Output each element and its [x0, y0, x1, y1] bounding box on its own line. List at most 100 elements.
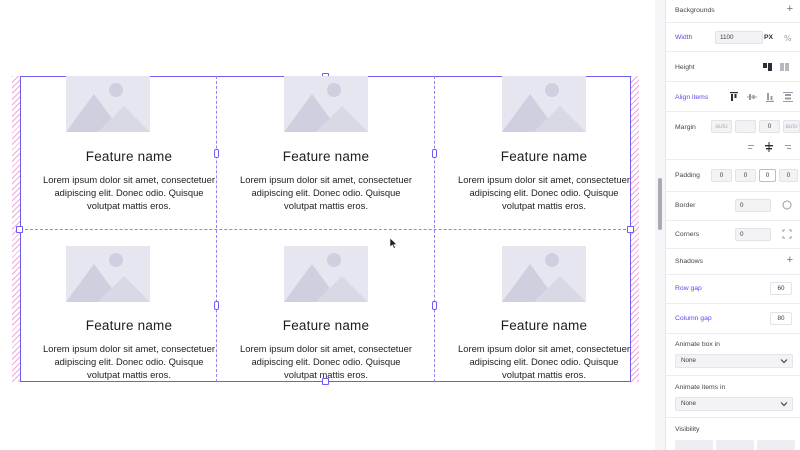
align-top-icon[interactable] — [729, 92, 739, 102]
margin-align-left-icon[interactable] — [747, 142, 757, 152]
image-placeholder — [502, 76, 586, 132]
border-row: Border 0 — [666, 192, 800, 221]
corners-expand-icon[interactable] — [782, 229, 792, 239]
margin-left-input[interactable]: auto — [711, 120, 732, 133]
feature-title: Feature name — [282, 318, 370, 333]
margin-bottom-input[interactable]: 0 — [759, 120, 780, 133]
right-padding-hatch — [631, 76, 639, 382]
gap-handle-4[interactable] — [432, 301, 437, 310]
feature-card[interactable]: Feature name Lorem ipsum dolor sit amet,… — [217, 76, 435, 226]
feature-card[interactable]: Feature name Lorem ipsum dolor sit amet,… — [435, 76, 653, 226]
mouse-cursor-icon — [390, 238, 398, 249]
corners-radius-input[interactable]: 0 — [735, 228, 771, 241]
add-background-icon[interactable]: + — [786, 3, 793, 15]
image-placeholder — [66, 246, 150, 302]
visibility-desktop-button[interactable] — [675, 440, 713, 450]
align-items-label: Align items — [675, 94, 709, 101]
padding-bottom-input[interactable]: 0 — [759, 169, 776, 182]
height-auto-icon[interactable] — [763, 62, 773, 72]
animate-items-select[interactable]: None — [675, 397, 793, 411]
gap-handle-2[interactable] — [432, 149, 437, 158]
height-stretch-icon[interactable] — [780, 62, 790, 72]
padding-left-input[interactable]: 0 — [711, 169, 732, 182]
image-placeholder — [284, 246, 368, 302]
feature-card[interactable]: Feature name Lorem ipsum dolor sit amet,… — [20, 246, 238, 382]
corners-row: Corners 0 — [666, 221, 800, 249]
resize-handle-right[interactable] — [627, 226, 634, 233]
animate-items-label: Animate items in — [675, 384, 726, 391]
image-placeholder-icon — [66, 253, 150, 302]
padding-right-input[interactable]: 0 — [779, 169, 798, 182]
image-placeholder-icon — [502, 83, 586, 132]
chevron-down-icon — [780, 359, 788, 364]
align-items-row: Align items — [666, 82, 800, 112]
image-placeholder-icon — [284, 253, 368, 302]
height-row: Height — [666, 52, 800, 82]
animate-box-value: None — [681, 357, 697, 364]
margin-row: Margin auto 0 auto — [666, 112, 800, 160]
chevron-down-icon — [780, 402, 788, 407]
height-label: Height — [675, 64, 695, 71]
feature-title: Feature name — [85, 149, 173, 164]
border-width-input[interactable]: 0 — [735, 199, 771, 212]
feature-description: Lorem ipsum dolor sit amet, consectetuer… — [240, 343, 412, 380]
border-label: Border — [675, 202, 696, 209]
corners-label: Corners — [675, 231, 700, 238]
row-gap-input[interactable]: 60 — [770, 282, 792, 295]
margin-label: Margin — [675, 124, 696, 131]
resize-handle-left[interactable] — [16, 226, 23, 233]
column-gap-row: Column gap 80 — [666, 304, 800, 334]
align-bottom-icon[interactable] — [765, 92, 775, 102]
feature-card[interactable]: Feature name Lorem ipsum dolor sit amet,… — [20, 76, 238, 226]
margin-align-right-icon[interactable] — [782, 142, 792, 152]
backgrounds-label: Backgrounds — [675, 7, 715, 14]
image-placeholder-icon — [66, 83, 150, 132]
add-shadow-icon[interactable]: + — [786, 254, 793, 266]
feature-description: Lorem ipsum dolor sit amet, consectetuer… — [458, 343, 630, 380]
align-center-icon[interactable] — [747, 92, 757, 102]
visibility-tablet-button[interactable] — [716, 440, 754, 450]
gap-handle-3[interactable] — [214, 301, 219, 310]
row-gap-label: Row gap — [675, 285, 702, 292]
feature-card[interactable]: Feature name Lorem ipsum dolor sit amet,… — [435, 246, 653, 382]
margin-top-input[interactable] — [735, 120, 756, 133]
visibility-label: Visibility — [675, 426, 700, 433]
width-label: Width — [675, 34, 693, 41]
border-style-icon[interactable] — [782, 200, 792, 210]
shadows-label: Shadows — [675, 258, 703, 265]
padding-label: Padding — [675, 172, 700, 179]
feature-title: Feature name — [282, 149, 370, 164]
row-gap-row: Row gap 60 — [666, 275, 800, 304]
feature-description: Lorem ipsum dolor sit amet, consectetuer… — [43, 343, 215, 380]
animate-items-value: None — [681, 400, 697, 407]
percent-icon[interactable]: % — [783, 33, 793, 43]
visibility-mobile-button[interactable] — [757, 440, 795, 450]
feature-title: Feature name — [500, 318, 588, 333]
image-placeholder-icon — [502, 253, 586, 302]
shadows-section: Shadows + — [666, 249, 800, 275]
padding-top-input[interactable]: 0 — [735, 169, 756, 182]
feature-description: Lorem ipsum dolor sit amet, consectetuer… — [43, 174, 215, 211]
margin-align-center-icon[interactable] — [764, 142, 774, 152]
align-stretch-icon[interactable] — [783, 92, 793, 102]
animate-items-section: Animate items in None — [666, 376, 800, 418]
width-row: Width 1100 PX % — [666, 23, 800, 52]
image-placeholder — [502, 246, 586, 302]
canvas-scrollbar-thumb[interactable] — [658, 178, 662, 230]
margin-right-input[interactable]: auto — [783, 120, 800, 133]
width-unit[interactable]: PX — [764, 34, 774, 41]
image-placeholder — [66, 76, 150, 132]
row-divider — [20, 229, 631, 230]
properties-panel: Backgrounds + Width 1100 PX % Height Ali… — [665, 0, 800, 450]
resize-handle-bottom[interactable] — [322, 378, 329, 385]
animate-box-select[interactable]: None — [675, 354, 793, 368]
gap-handle-1[interactable] — [214, 149, 219, 158]
svg-text:%: % — [784, 34, 792, 43]
column-gap-input[interactable]: 80 — [770, 312, 792, 325]
editor-canvas[interactable]: Feature name Lorem ipsum dolor sit amet,… — [0, 0, 655, 450]
width-input[interactable]: 1100 — [715, 31, 763, 44]
feature-card[interactable]: Feature name Lorem ipsum dolor sit amet,… — [217, 246, 435, 382]
column-gap-label: Column gap — [675, 315, 712, 322]
feature-description: Lorem ipsum dolor sit amet, consectetuer… — [458, 174, 630, 211]
backgrounds-section: Backgrounds + — [666, 0, 800, 23]
